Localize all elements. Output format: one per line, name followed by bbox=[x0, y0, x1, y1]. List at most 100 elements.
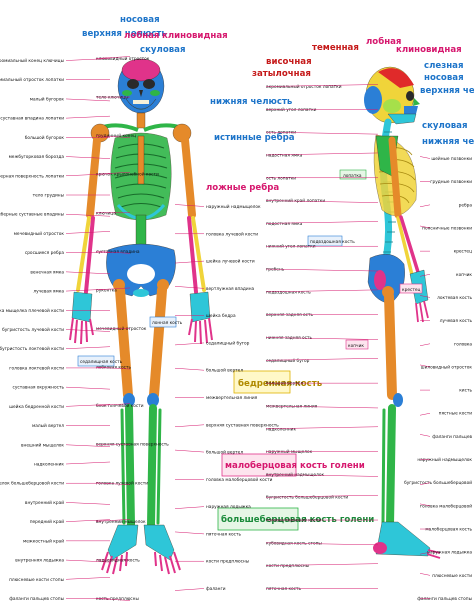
callout-front-left-18: шейка бедренной кости bbox=[9, 403, 64, 410]
side-tibia bbox=[386, 404, 396, 529]
pointer-front-center-0 bbox=[95, 56, 131, 59]
label-back-zygomatic: скуловая bbox=[422, 121, 467, 131]
pointer-front-left-24 bbox=[65, 519, 111, 522]
callout-back-left-14: межвертельная линия bbox=[266, 404, 318, 409]
callout-front-left-7: тело грудины bbox=[33, 194, 65, 199]
callout-front-center-3: крючок крылонебной кости bbox=[96, 171, 159, 178]
front-humerus-left bbox=[86, 136, 101, 219]
front-radius-right bbox=[191, 216, 206, 292]
callout-back-left-11: нижняя задняя ость bbox=[266, 336, 313, 341]
callout-front-right-8: верхняя суставная поверхность bbox=[206, 423, 279, 428]
callout-front-right-13: кости предплюсны bbox=[206, 560, 250, 565]
pointer-front-right-12 bbox=[174, 531, 205, 535]
callout-front-left-20: внешний мыщелок bbox=[21, 441, 64, 448]
side-humerus bbox=[388, 136, 402, 219]
label-parietal: теменная bbox=[312, 43, 359, 53]
callout-front-right-4: шейка бедра bbox=[206, 312, 236, 319]
side-patella bbox=[393, 393, 403, 407]
front-ulna-right bbox=[187, 216, 198, 294]
side-skull-temporal bbox=[383, 99, 401, 113]
side-skull-frontal bbox=[378, 68, 414, 88]
box-fibula bbox=[221, 453, 297, 477]
callout-back-right-3: поясничные позвонки bbox=[422, 226, 472, 231]
label-maxilla: верхняя челюсть bbox=[82, 29, 167, 39]
callout-front-left-6: реберная поверхность лопатки bbox=[0, 173, 64, 179]
callout-front-right-14: фаланги bbox=[206, 586, 226, 592]
pointer-back-left-5 bbox=[265, 200, 379, 203]
callout-back-left-10: верхняя задняя ость bbox=[266, 313, 314, 318]
label-occipital: затылочная bbox=[252, 69, 311, 79]
callout-front-left-27: плюсневые кости стопы bbox=[9, 578, 64, 583]
callout-back-right-11: пястные кости bbox=[439, 412, 473, 417]
pointer-back-right-18 bbox=[419, 573, 431, 576]
front-ulna-left bbox=[84, 216, 95, 294]
front-fingers-right bbox=[188, 317, 213, 345]
pointer-back-left-20 bbox=[265, 542, 379, 546]
label-false-ribs: ложные ребра bbox=[206, 182, 279, 193]
front-toes-right bbox=[154, 551, 181, 575]
callout-back-right-19: фаланги пальцев стопы bbox=[417, 596, 472, 602]
label-nasal: носовая bbox=[120, 15, 160, 25]
callout-front-left-0: акромиальный конец ключицы bbox=[0, 57, 65, 64]
pointer-front-center-5 bbox=[95, 251, 131, 254]
pointer-back-left-21 bbox=[265, 563, 379, 566]
callout-front-right-0: наружный надмыщелок bbox=[206, 203, 261, 210]
callout-front-left-16: головка локтевой кости bbox=[9, 364, 64, 371]
callout-front-center-11: головка лучевой кости bbox=[96, 479, 148, 486]
label-ilium: подвздошная кость bbox=[310, 240, 355, 245]
pointer-front-left-15 bbox=[65, 346, 111, 349]
callout-front-right-1: головка лучевой кости bbox=[206, 230, 258, 237]
callout-front-center-12: внутренний мыщелок bbox=[96, 518, 146, 525]
pointer-front-right-6 bbox=[174, 367, 205, 371]
callout-front-left-26: внутренняя лодыжка bbox=[15, 559, 64, 564]
label-fibula: малоберцовая кость голени bbox=[225, 460, 365, 471]
callout-front-center-2: грудинный конец bbox=[96, 132, 136, 139]
pointer-front-left-23 bbox=[65, 502, 111, 505]
side-skull-occipital bbox=[364, 86, 382, 114]
callout-front-left-24: передний край bbox=[30, 518, 65, 525]
pointer-back-right-12 bbox=[419, 434, 431, 437]
pointer-back-right-5 bbox=[419, 274, 431, 277]
callout-front-right-3: вертлужная впадина bbox=[206, 287, 255, 292]
pointer-back-right-15 bbox=[419, 503, 431, 507]
callout-back-left-21: кости предплюсны bbox=[266, 564, 310, 569]
pointer-front-right-9 bbox=[174, 449, 205, 453]
callout-back-right-8: головка bbox=[454, 342, 472, 347]
callout-back-left-5: внутренний край лопатки bbox=[266, 197, 325, 204]
front-cervical-spine bbox=[136, 112, 146, 129]
callout-front-left-19: малый вертел bbox=[32, 422, 64, 429]
box-femur bbox=[233, 370, 291, 394]
callout-front-right-5: седалищный бугор bbox=[206, 339, 250, 346]
pointer-front-left-18 bbox=[65, 404, 111, 407]
front-eye-socket-right bbox=[143, 79, 155, 89]
callout-front-left-14: бугристость лучевой кости bbox=[2, 326, 64, 333]
label-back-mandible: нижняя челюсть bbox=[422, 137, 474, 147]
pointer-front-left-14 bbox=[65, 329, 111, 332]
pointer-back-right-9 bbox=[419, 364, 431, 368]
side-fibula bbox=[381, 408, 386, 524]
pointer-front-center-8 bbox=[95, 366, 131, 370]
pointer-front-left-9 bbox=[65, 231, 111, 234]
callout-back-right-0: шейные позвонки bbox=[431, 155, 472, 162]
label-temporal: височная bbox=[266, 57, 312, 67]
front-radius-left bbox=[76, 216, 91, 292]
label-frontal: лобная bbox=[124, 30, 159, 41]
box-coccyx bbox=[345, 339, 369, 350]
callout-front-right-9: большой вертел bbox=[206, 449, 243, 456]
pointer-back-left-3 bbox=[265, 152, 379, 156]
front-humerus-right bbox=[181, 136, 196, 219]
pointer-front-left-26 bbox=[65, 559, 111, 563]
side-mandible bbox=[387, 113, 417, 125]
front-femur-right bbox=[149, 285, 167, 400]
callout-front-right-6: большой вертел bbox=[206, 367, 243, 374]
callout-back-right-17: наружная лодыжка bbox=[427, 551, 472, 556]
callout-back-left-4: ость лопатки bbox=[266, 176, 296, 181]
label-zygomatic: скуловая bbox=[140, 45, 185, 55]
callout-front-left-23: внутренний край bbox=[25, 499, 64, 506]
side-sacrum bbox=[374, 270, 386, 290]
callout-back-left-17: внутренний надмыщелок bbox=[266, 471, 324, 478]
callout-back-right-9: шиловидный отросток bbox=[421, 363, 473, 370]
side-ulna bbox=[396, 216, 414, 277]
callout-back-right-14: бугристость большеберцовой bbox=[404, 479, 472, 486]
